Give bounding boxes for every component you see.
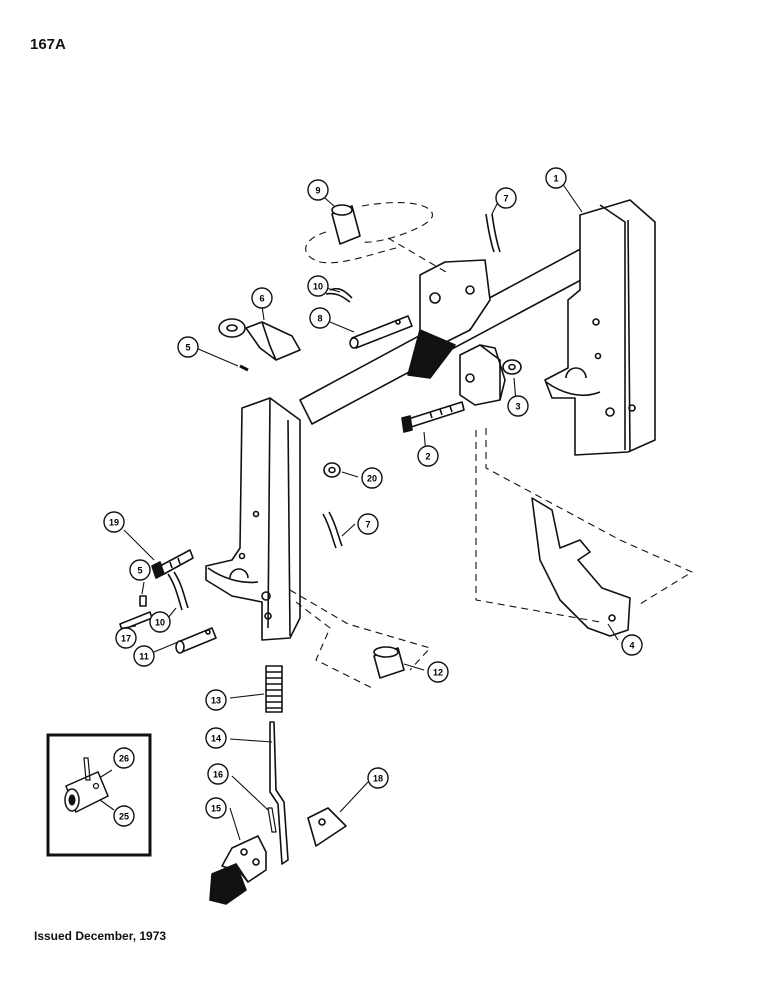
callout-number: 6 [259,294,264,304]
callout-circle [149,611,171,633]
callout-c11: 11 [133,645,155,667]
callout-number: 20 [367,474,377,484]
callout-c6: 6 [251,287,273,309]
callout-circle [205,689,227,711]
callout-c3: 3 [507,395,529,417]
callout-c25: 25 [113,805,135,827]
callout-c2: 2 [417,445,439,467]
callout-c13: 13 [205,689,227,711]
callout-circle [177,336,199,358]
callout-number: 17 [121,634,131,644]
callout-c7a: 7 [495,187,517,209]
callout-number: 5 [185,343,190,353]
callout-circle [205,797,227,819]
inset-box [46,733,152,857]
callout-circle [207,763,229,785]
callout-c20: 20 [361,467,383,489]
callout-c26: 26 [113,747,135,769]
right-side-plate [544,199,656,456]
callout-circle [103,511,125,533]
callout-c4: 4 [621,634,643,656]
callout-c5b: 5 [129,559,151,581]
callout-c7b: 7 [357,513,379,535]
callout-number: 10 [313,282,323,292]
callout-c16: 16 [207,763,229,785]
callout-number: 10 [155,618,165,628]
bolt-2 [401,401,465,433]
callout-number: 19 [109,518,119,528]
callout-circle [367,767,389,789]
latch-15 [209,835,267,905]
callout-number: 26 [119,754,129,764]
callout-number: 1 [553,174,558,184]
dashed-assembly-lines [289,202,693,689]
callout-circle [115,627,137,649]
callout-c19: 19 [103,511,125,533]
callout-circle [417,445,439,467]
callout-circle [307,275,329,297]
hook-plate [531,497,631,637]
callout-number: 18 [373,774,383,784]
callout-number: 7 [365,520,370,530]
callout-circle [251,287,273,309]
center-brackets [407,259,506,406]
left-side-plate [205,397,301,641]
callout-circle [205,727,227,749]
pin-6 [218,318,301,361]
callout-number: 12 [433,668,443,678]
callout-c10b: 10 [149,611,171,633]
page-number: 167A [30,36,66,53]
callout-c15: 15 [205,797,227,819]
callout-circle [113,747,135,769]
callout-circle [427,661,449,683]
callout-circle [307,179,329,201]
callout-c1: 1 [545,167,567,189]
callout-circle [129,559,151,581]
callout-number: 14 [211,734,221,744]
callout-c8: 8 [309,307,331,329]
callout-c5a: 5 [177,336,199,358]
callout-circle [357,513,379,535]
callout-c14: 14 [205,727,227,749]
callout-number: 2 [425,452,430,462]
callout-number: 5 [137,566,142,576]
callout-circle [507,395,529,417]
callout-number: 4 [629,641,634,651]
pin-8 [349,315,413,349]
callout-number: 25 [119,812,129,822]
callout-c18: 18 [367,767,389,789]
callout-circle [113,805,135,827]
callout-c9: 9 [307,179,329,201]
callout-number: 15 [211,804,221,814]
callout-circle [309,307,331,329]
spring-13 [265,665,283,713]
callout-circle [495,187,517,209]
leader-lines [95,182,619,841]
callout-c12: 12 [427,661,449,683]
callout-circle [361,467,383,489]
callout-circle [621,634,643,656]
callout-number: 16 [213,770,223,780]
callout-number: 8 [317,314,322,324]
issued-date: Issued December, 1973 [34,929,167,943]
callout-number: 13 [211,696,221,706]
callout-c10a: 10 [307,275,329,297]
callout-circle [545,167,567,189]
callout-number: 3 [515,402,520,412]
callout-c17: 17 [115,627,137,649]
callout-number: 11 [139,652,149,662]
callout-number: 9 [315,186,320,196]
callout-number: 7 [503,194,508,204]
callout-circle [133,645,155,667]
